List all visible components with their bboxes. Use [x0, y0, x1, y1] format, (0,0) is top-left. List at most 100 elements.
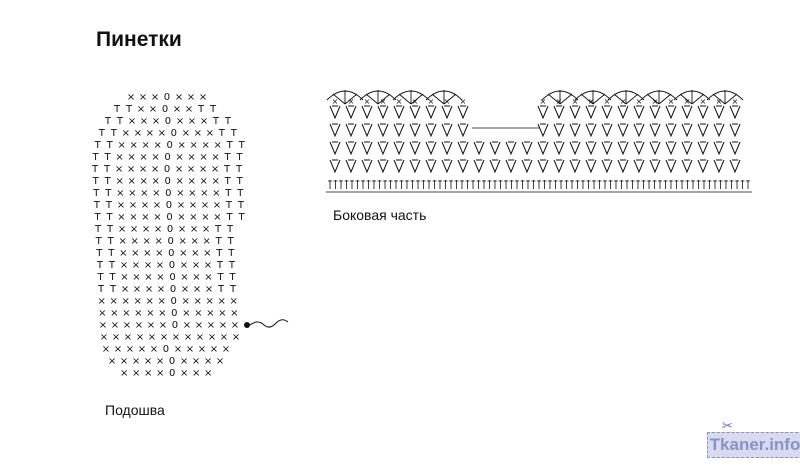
stitch-symbol: × [111, 320, 119, 331]
stitch-symbol: × [182, 308, 190, 319]
stitch-symbol: T [215, 248, 223, 259]
stitch-symbol: × [144, 356, 152, 367]
stitch-mark [617, 105, 629, 120]
stitch-symbol: × [110, 308, 118, 319]
stitch-symbol: × [176, 176, 184, 187]
stitch-mark [432, 180, 437, 189]
stitch-mark [441, 123, 453, 138]
stitch-mark [504, 180, 508, 189]
stitch-symbol: × [139, 92, 147, 103]
stitch-symbol: T [105, 212, 113, 223]
stitch-mark [505, 159, 517, 174]
stitch-mark [740, 180, 745, 189]
stitch-mark [537, 141, 549, 156]
stitch-symbol: × [212, 176, 220, 187]
stitch-symbol: 0 [168, 236, 174, 247]
stitch-mark [345, 123, 357, 138]
stitch-mark [592, 180, 596, 189]
stitch-mark [476, 180, 481, 189]
stitch-symbol: T [237, 200, 245, 211]
stitch-mark [713, 141, 725, 156]
stitch-symbol: T [224, 152, 232, 163]
stitch-mark [249, 319, 289, 328]
stitch-symbol: × [348, 97, 355, 106]
stitch-symbol: × [116, 176, 124, 187]
stitch-symbol: × [194, 296, 202, 307]
stitch-symbol: 0 [169, 368, 175, 379]
stitch-mark [601, 159, 613, 174]
stitch-symbol: × [716, 97, 723, 106]
stitch-symbol: T [226, 224, 234, 235]
stitch-mark [681, 159, 693, 174]
page-title: Пинетки [96, 28, 182, 51]
sole-label: Подошва [105, 402, 165, 418]
stitch-symbol: × [130, 224, 138, 235]
stitch-symbol: × [115, 164, 123, 175]
stitch-symbol: × [139, 152, 147, 163]
stitch-symbol: × [187, 152, 195, 163]
stitch-mark [521, 141, 533, 156]
stitch-symbol: × [175, 152, 183, 163]
stitch-symbol: T [104, 152, 112, 163]
stitch-mark [569, 159, 581, 174]
stitch-symbol: × [218, 296, 226, 307]
stitch-mark [329, 159, 341, 174]
stitch-symbol: T [224, 116, 232, 127]
stitch-symbol: × [200, 176, 208, 187]
stitch-symbol: × [154, 140, 162, 151]
stitch-symbol: × [151, 164, 159, 175]
stitch-symbol: × [173, 104, 181, 115]
stitch-mark [641, 180, 646, 189]
stitch-symbol: T [227, 248, 235, 259]
stitch-mark [633, 123, 645, 138]
stitch-symbol: × [132, 356, 140, 367]
stitch-symbol: × [144, 260, 152, 271]
stitch-symbol: × [412, 97, 419, 106]
stitch-symbol: × [175, 164, 183, 175]
stitch-symbol: × [153, 212, 161, 223]
stitch-symbol: × [98, 296, 106, 307]
stitch-symbol: T [108, 260, 116, 271]
stitch-symbol: T [197, 104, 205, 115]
stitch-symbol: × [127, 164, 135, 175]
stitch-mark [729, 123, 741, 138]
stitch-symbol: × [150, 344, 158, 355]
stitch-mark [425, 105, 437, 120]
stitch-symbol: 0 [165, 188, 171, 199]
stitch-symbol: 0 [165, 116, 171, 127]
stitch-mark [425, 90, 463, 105]
scissors-icon: ✂ [722, 418, 733, 433]
stitch-symbol: × [156, 368, 164, 379]
stitch-mark [438, 180, 442, 189]
stitch-symbol: T [92, 176, 100, 187]
stitch-symbol: 0 [171, 296, 177, 307]
stitch-mark [471, 180, 475, 189]
stitch-symbol: × [122, 128, 130, 139]
stitch-symbol: × [190, 224, 198, 235]
stitch-symbol: × [118, 140, 126, 151]
stitch-mark [633, 105, 645, 120]
stitch-mark [713, 123, 725, 138]
stitch-mark [729, 105, 741, 120]
stitch-mark [409, 123, 421, 138]
stitch-symbol: × [187, 92, 195, 103]
stitch-symbol: T [226, 140, 234, 151]
stitch-symbol: × [128, 116, 136, 127]
stitch-symbol: × [201, 200, 209, 211]
stitch-mark [393, 105, 405, 120]
stitch-mark [531, 180, 536, 189]
stitch-symbol: × [604, 97, 611, 106]
stitch-mark [361, 105, 373, 120]
stitch-mark [630, 180, 635, 189]
stitch-symbol: × [182, 128, 190, 139]
stitch-symbol: × [135, 320, 143, 331]
stitch-symbol: × [206, 308, 214, 319]
stitch-symbol: × [216, 356, 224, 367]
stitch-symbol: × [174, 344, 182, 355]
stitch-symbol: × [129, 200, 137, 211]
stitch-symbol: T [96, 272, 104, 283]
stitch-symbol: × [181, 284, 189, 295]
stitch-symbol: T [109, 284, 117, 295]
stitch-symbol: × [194, 128, 202, 139]
stitch-mark [399, 180, 404, 189]
